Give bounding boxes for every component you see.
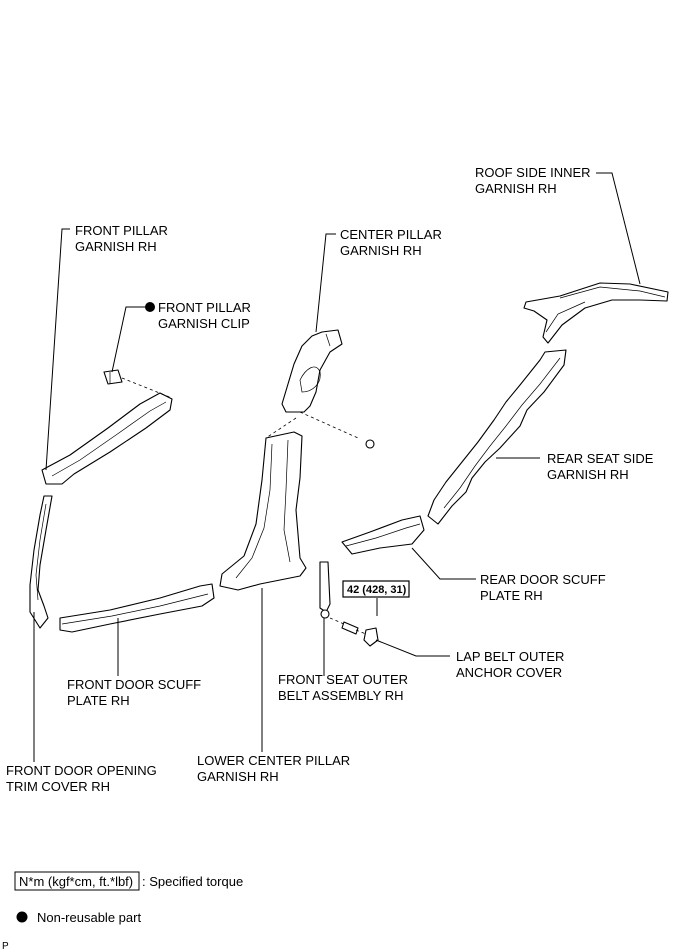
front-pillar-garnish-part — [41, 392, 173, 485]
svg-text:FRONT PILLAR: FRONT PILLAR — [158, 300, 251, 315]
svg-text:Non-reusable part: Non-reusable part — [37, 910, 141, 925]
label-center-pillar: CENTER PILLAR GARNISH RH — [340, 227, 442, 258]
label-roof-side-inner: ROOF SIDE INNER GARNISH RH — [475, 165, 591, 196]
torque-callout: 42 (428, 31) — [342, 580, 410, 598]
svg-text:GARNISH CLIP: GARNISH CLIP — [158, 316, 250, 331]
front-door-opening-trim-part — [29, 495, 53, 629]
label-front-door-opening: FRONT DOOR OPENING TRIM COVER RH — [6, 763, 157, 794]
svg-text:: Specified torque: : Specified torque — [142, 874, 243, 889]
center-pillar-garnish-part — [281, 329, 343, 413]
svg-text:CENTER PILLAR: CENTER PILLAR — [340, 227, 442, 242]
rear-seat-side-garnish-part — [427, 349, 567, 525]
nonreusable-marker — [145, 302, 155, 312]
label-front-seat-belt: FRONT SEAT OUTER BELT ASSEMBLY RH — [278, 672, 408, 703]
svg-text:FRONT DOOR OPENING: FRONT DOOR OPENING — [6, 763, 157, 778]
svg-text:TRIM COVER RH: TRIM COVER RH — [6, 779, 110, 794]
svg-text:ANCHOR COVER: ANCHOR COVER — [456, 665, 562, 680]
svg-text:FRONT PILLAR: FRONT PILLAR — [75, 223, 168, 238]
svg-text:FRONT DOOR SCUFF: FRONT DOOR SCUFF — [67, 677, 201, 692]
front-pillar-clip-part — [103, 369, 123, 385]
svg-text:FRONT SEAT OUTER: FRONT SEAT OUTER — [278, 672, 408, 687]
nonreusable-legend-icon — [16, 911, 28, 923]
svg-text:PLATE RH: PLATE RH — [480, 588, 543, 603]
label-front-pillar: FRONT PILLAR GARNISH RH — [75, 223, 168, 254]
legend-nonreusable: Non-reusable part — [16, 910, 141, 925]
svg-text:GARNISH RH: GARNISH RH — [475, 181, 557, 196]
svg-text:GARNISH RH: GARNISH RH — [197, 769, 279, 784]
svg-text:GARNISH RH: GARNISH RH — [547, 467, 629, 482]
label-lower-center-pillar: LOWER CENTER PILLAR GARNISH RH — [197, 753, 350, 784]
leader-lines — [33, 172, 641, 762]
rear-door-scuff-plate-part — [341, 515, 425, 555]
svg-text:LAP BELT OUTER: LAP BELT OUTER — [456, 649, 564, 664]
roof-side-inner-garnish-part — [523, 282, 669, 344]
label-front-door-scuff: FRONT DOOR SCUFF PLATE RH — [67, 677, 201, 708]
anchor-bolt-part — [341, 439, 375, 635]
lower-center-pillar-garnish-part — [219, 431, 307, 591]
svg-text:PLATE RH: PLATE RH — [67, 693, 130, 708]
svg-text:N*m (kgf*cm, ft.*lbf): N*m (kgf*cm, ft.*lbf) — [19, 874, 133, 889]
corner-mark: P — [2, 941, 9, 952]
label-lap-belt-cover: LAP BELT OUTER ANCHOR COVER — [456, 649, 564, 680]
label-rear-seat-side: REAR SEAT SIDE GARNISH RH — [547, 451, 654, 482]
svg-text:GARNISH RH: GARNISH RH — [75, 239, 157, 254]
label-front-pillar-clip: FRONT PILLAR GARNISH CLIP — [158, 300, 251, 331]
legend-torque: N*m (kgf*cm, ft.*lbf) : Specified torque — [14, 871, 243, 891]
svg-text:42 (428, 31): 42 (428, 31) — [347, 584, 407, 596]
front-seat-belt-part — [319, 561, 331, 619]
lap-belt-cover-part — [363, 627, 379, 647]
svg-text:GARNISH RH: GARNISH RH — [340, 243, 422, 258]
svg-text:LOWER CENTER PILLAR: LOWER CENTER PILLAR — [197, 753, 350, 768]
assembly-dashed-lines — [121, 377, 367, 635]
svg-text:BELT ASSEMBLY RH: BELT ASSEMBLY RH — [278, 688, 403, 703]
front-door-scuff-plate-part — [59, 583, 215, 633]
svg-text:ROOF SIDE INNER: ROOF SIDE INNER — [475, 165, 591, 180]
label-rear-door-scuff: REAR DOOR SCUFF PLATE RH — [480, 572, 606, 603]
svg-text:REAR DOOR SCUFF: REAR DOOR SCUFF — [480, 572, 606, 587]
svg-text:REAR SEAT SIDE: REAR SEAT SIDE — [547, 451, 654, 466]
